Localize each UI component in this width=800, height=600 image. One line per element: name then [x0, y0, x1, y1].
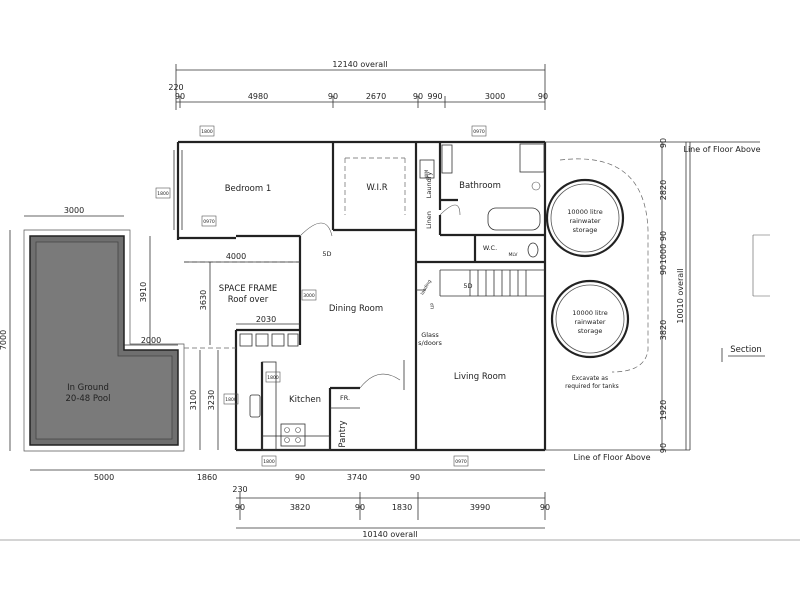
pool-label-line2: 20-48 Pool — [66, 394, 111, 404]
top-dim-6: 3000 — [485, 92, 505, 101]
bottom-b-dim-2: 90 — [355, 503, 365, 512]
top-dim-0: 90 — [175, 92, 185, 101]
walls — [173, 140, 547, 452]
tank-2-line1: 10000 litre — [572, 309, 607, 317]
right-dim-1: 2820 — [659, 180, 668, 200]
bottom-b-dim-1: 3820 — [290, 503, 310, 512]
top-dimensions: 12140 overall 220 90 4980 90 2670 90 990… — [168, 60, 548, 110]
room-pantry: Pantry — [338, 420, 348, 447]
bottom-overall-dim: 10140 overall — [362, 530, 417, 539]
window-tag-7: 0970 — [473, 129, 485, 135]
roof-over-label: Roof over — [228, 295, 269, 305]
bottom-a-dim-2: 90 — [295, 473, 305, 482]
plan-notes: Glass s/doors landing UP 5D 5D MLV WM — [322, 170, 518, 347]
tank-2-line2: rainwater — [574, 318, 605, 326]
right-dim-2: 90 — [659, 231, 668, 241]
room-laundry: Laundry — [425, 172, 433, 199]
right-dimensions: 90 2820 90 1000 90 3820 1920 90 10010 ov… — [659, 138, 687, 453]
window-tags: 1800 1800 0970 0970 3000 1800 1800 1800 … — [155, 125, 487, 467]
section-label: Section — [730, 345, 762, 355]
window-tag-5: 1800 — [225, 397, 237, 403]
glass-doors-line1: Glass — [421, 331, 439, 339]
floor-above-outline: Line of Floor Above Line of Floor Above … — [545, 141, 770, 462]
right-dim-0: 90 — [659, 138, 668, 148]
window-tag-2: 3000 — [303, 293, 315, 299]
tank-2 — [550, 279, 630, 359]
step-down-a: 5D — [322, 250, 331, 258]
room-labels: Bedroom 1 W.I.R Laundry Bathroom Linen W… — [219, 172, 506, 448]
window-tag-1: 0970 — [203, 219, 215, 225]
bottom-a-dim-1: 1860 — [197, 473, 217, 482]
rainwater-tanks: 10000 litre rainwater storage 10000 litr… — [545, 158, 649, 390]
tank-1-line2: rainwater — [569, 217, 600, 225]
right-dim-4: 90 — [659, 265, 668, 275]
pool-step-dim: 2000 — [141, 336, 161, 345]
floor-above-bottom: Line of Floor Above — [573, 453, 650, 462]
kitchen-height-a: 3100 — [189, 390, 198, 410]
top-dim-7: 90 — [538, 92, 548, 101]
interior-dimensions: 4000 3630 2030 3100 3230 — [184, 252, 300, 450]
top-dim-3: 2670 — [366, 92, 386, 101]
window-tag-4: 1800 — [267, 375, 279, 381]
room-kitchen: Kitchen — [289, 395, 321, 405]
tank-1-line3: storage — [573, 226, 598, 234]
pool-height-dim: 7000 — [0, 330, 8, 350]
bottom-a-dim-3: 3740 — [347, 473, 367, 482]
room-wir: W.I.R — [366, 183, 387, 193]
bottom-a-dim-0: 5000 — [94, 473, 114, 482]
right-dim-5: 3820 — [659, 320, 668, 340]
space-frame-label: SPACE FRAME — [219, 284, 278, 294]
top-dim-2: 90 — [328, 92, 338, 101]
tank-2-line3: storage — [578, 327, 603, 335]
room-bedroom: Bedroom 1 — [225, 184, 272, 194]
room-linen: Linen — [425, 211, 433, 229]
right-dim-6: 1920 — [659, 400, 668, 420]
bottom-extra-dim: 230 — [232, 485, 247, 494]
top-extra-dim: 220 — [168, 83, 183, 92]
right-overall-dim: 10010 overall — [676, 268, 685, 323]
bottom-b-dim-4: 3990 — [470, 503, 490, 512]
room-living: Living Room — [454, 372, 506, 382]
step-down-b: 5D — [463, 282, 472, 290]
kitchen-width-dim: 2030 — [256, 315, 276, 324]
pool-inner-height-dim: 3910 — [139, 282, 148, 302]
window-tag-8: 0970 — [455, 459, 467, 465]
window-tag-6: 1800 — [263, 459, 275, 465]
excavate-line2: required for tanks — [565, 383, 619, 390]
pool-label-line1: In Ground — [67, 383, 109, 393]
top-overall-dim: 12140 overall — [332, 60, 387, 69]
bottom-b-dim-0: 90 — [235, 503, 245, 512]
bottom-b-dim-5: 90 — [540, 503, 550, 512]
glass-doors-line2: s/doors — [418, 339, 442, 347]
bottom-b-dim-3: 1830 — [392, 503, 412, 512]
tank-1 — [545, 178, 625, 258]
top-dim-4: 90 — [413, 92, 423, 101]
window-tag-3: 1800 — [157, 191, 169, 197]
top-dim-5: 990 — [427, 92, 442, 101]
kitchen-height-b: 3230 — [207, 390, 216, 410]
room-wc: W.C. — [483, 244, 497, 252]
floor-above-top: Line of Floor Above — [683, 145, 760, 154]
bottom-dimensions: 5000 1860 90 3740 90 230 90 3820 90 1830… — [30, 469, 550, 539]
mlv-note: MLV — [509, 252, 519, 258]
room-bathroom: Bathroom — [459, 181, 501, 191]
top-dim-1: 4980 — [248, 92, 268, 101]
up-note: UP — [430, 303, 436, 309]
landing-note: landing — [419, 279, 433, 297]
pool: In Ground 20-48 Pool 3000 7000 3910 2000 — [0, 206, 185, 452]
wm-note: WM — [424, 170, 430, 178]
excavate-line1: Excavate as — [572, 375, 608, 382]
tank-1-line1: 10000 litre — [567, 208, 602, 216]
bottom-a-dim-4: 90 — [410, 473, 420, 482]
pool-width-dim: 3000 — [64, 206, 84, 215]
space-frame-height-dim: 3630 — [199, 290, 208, 310]
right-dim-7: 90 — [659, 443, 668, 453]
window-tag-0: 1800 — [201, 129, 213, 135]
room-dining: Dining Room — [329, 304, 383, 314]
room-fridge: FR. — [340, 394, 350, 402]
space-frame-width-dim: 4000 — [226, 252, 246, 261]
right-dim-3: 1000 — [659, 244, 668, 264]
